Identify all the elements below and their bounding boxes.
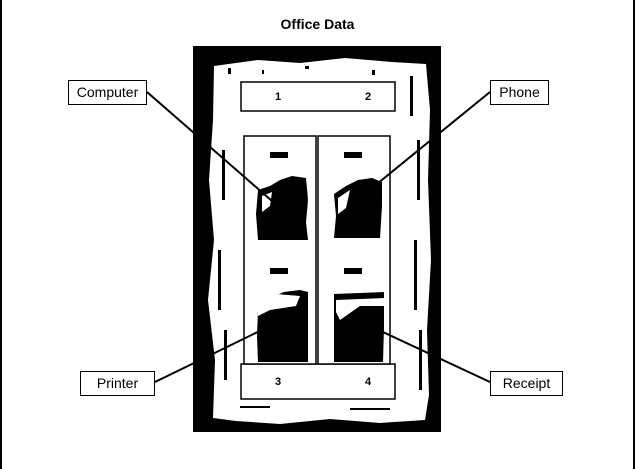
label-strip-top (240, 81, 396, 112)
jack-highlight-printer (258, 294, 300, 316)
leader-line-computer (146, 91, 273, 202)
plate-texture (218, 66, 422, 410)
port-dash-2 (344, 152, 362, 158)
port-dash-1 (270, 152, 288, 158)
leader-line-phone (371, 91, 491, 189)
port-number-1: 1 (274, 91, 282, 103)
figure-title: Office Data (280, 16, 355, 32)
frame-right-edge (633, 0, 635, 469)
port-number-2: 2 (364, 91, 372, 103)
jack-highlight-receipt (336, 298, 384, 320)
callout-receipt: Receipt (490, 371, 563, 396)
jack-highlight-phone (338, 190, 350, 214)
leader-line-printer (154, 325, 271, 383)
port-number-4: 4 (364, 376, 372, 388)
callout-phone: Phone (490, 80, 549, 105)
callout-printer: Printer (80, 371, 155, 396)
frame-left-edge (0, 0, 2, 469)
callout-computer: Computer (68, 80, 147, 105)
port-dash-3 (270, 268, 288, 274)
jack-opening-computer (256, 176, 308, 240)
jack-highlight-computer (262, 192, 272, 212)
leader-line-receipt (369, 325, 491, 383)
port-number-3: 3 (274, 376, 282, 388)
label-strip-bottom (240, 363, 396, 400)
port-dash-4 (344, 268, 362, 274)
